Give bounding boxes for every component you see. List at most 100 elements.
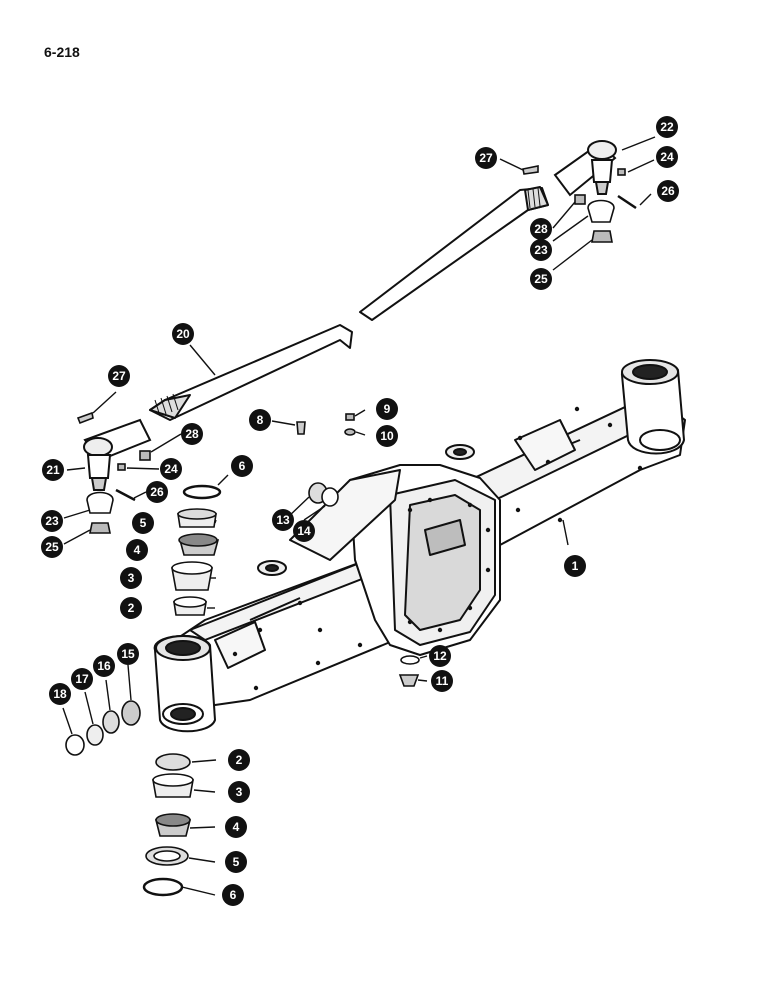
nut-right xyxy=(574,194,586,205)
callout-2-upper: 2 xyxy=(120,597,142,619)
svg-text:28: 28 xyxy=(185,427,199,441)
svg-text:25: 25 xyxy=(45,540,59,554)
svg-text:24: 24 xyxy=(164,462,178,476)
callout-16: 16 xyxy=(93,655,115,677)
svg-text:16: 16 xyxy=(97,659,111,673)
svg-text:20: 20 xyxy=(176,327,190,341)
svg-text:27: 27 xyxy=(479,151,493,165)
callout-28-left: 28 xyxy=(181,423,203,445)
callout-12: 12 xyxy=(429,645,451,667)
callout-21: 21 xyxy=(42,459,64,481)
svg-text:10: 10 xyxy=(380,429,394,443)
castle-nut-left xyxy=(89,522,111,534)
castle-nut-right xyxy=(591,230,613,243)
callout-5-upper: 5 xyxy=(132,512,154,534)
callout-6-lower: 6 xyxy=(222,884,244,906)
svg-text:17: 17 xyxy=(75,672,89,686)
callout-17: 17 xyxy=(71,668,93,690)
svg-text:6: 6 xyxy=(239,459,246,473)
callout-4-upper: 4 xyxy=(126,539,148,561)
callout-24-right: 24 xyxy=(656,146,678,168)
svg-text:2: 2 xyxy=(128,601,135,615)
tie-rod-end-right[interactable] xyxy=(553,140,617,197)
callout-23-left: 23 xyxy=(41,510,63,532)
svg-text:11: 11 xyxy=(436,674,449,688)
svg-text:8: 8 xyxy=(257,413,264,427)
callout-9: 9 xyxy=(376,398,398,420)
breather xyxy=(296,421,306,435)
page-number: 6-218 xyxy=(44,44,80,60)
svg-text:25: 25 xyxy=(534,272,548,286)
washer xyxy=(344,428,356,436)
callout-10: 10 xyxy=(376,425,398,447)
callout-5-lower: 5 xyxy=(225,851,247,873)
cotter-pin-right xyxy=(617,194,637,210)
washer-12 xyxy=(400,655,420,665)
fitting-right xyxy=(617,168,626,176)
svg-text:24: 24 xyxy=(660,150,674,164)
callout-11: 11 xyxy=(431,670,453,692)
o-ring-6b xyxy=(142,877,184,897)
tie-rod-end-left[interactable] xyxy=(83,418,152,491)
callout-6-upper: 6 xyxy=(231,455,253,477)
svg-text:14: 14 xyxy=(297,524,311,538)
callout-27-right: 27 xyxy=(475,147,497,169)
svg-text:2: 2 xyxy=(236,753,243,767)
callout-24-left: 24 xyxy=(160,458,182,480)
fitting-left xyxy=(117,463,126,471)
svg-text:3: 3 xyxy=(236,785,243,799)
callout-3-upper: 3 xyxy=(120,567,142,589)
svg-text:15: 15 xyxy=(121,647,135,661)
svg-text:27: 27 xyxy=(112,369,126,383)
svg-text:9: 9 xyxy=(384,402,391,416)
callout-18: 18 xyxy=(49,683,71,705)
callout-22: 22 xyxy=(656,116,678,138)
callouts: 1 2 2 3 3 4 4 5 5 6 6 8 9 10 11 12 13 14… xyxy=(41,116,679,906)
callout-2-lower: 2 xyxy=(228,749,250,771)
svg-text:21: 21 xyxy=(46,463,60,477)
callout-8: 8 xyxy=(249,409,271,431)
callout-15: 15 xyxy=(117,643,139,665)
cotter-pin-left xyxy=(115,488,136,502)
callout-27-left: 27 xyxy=(108,365,130,387)
bolt-left xyxy=(76,411,94,425)
leader-lines xyxy=(62,136,656,896)
boot-left xyxy=(86,491,114,514)
callout-14: 14 xyxy=(293,520,315,542)
seal-16 xyxy=(102,710,120,734)
plug-11 xyxy=(398,674,420,687)
svg-text:23: 23 xyxy=(45,514,59,528)
callout-4-lower: 4 xyxy=(225,816,247,838)
bushing-2b xyxy=(155,753,191,771)
svg-text:4: 4 xyxy=(233,820,240,834)
callout-13: 13 xyxy=(272,509,294,531)
bolt-right xyxy=(522,165,539,175)
plug xyxy=(345,413,355,421)
nut-left xyxy=(139,450,151,461)
washer-18 xyxy=(65,734,85,756)
callout-1: 1 xyxy=(564,555,586,577)
callout-25-left: 25 xyxy=(41,536,63,558)
svg-text:18: 18 xyxy=(53,687,67,701)
callout-28-right: 28 xyxy=(530,218,552,240)
callout-25-right: 25 xyxy=(530,268,552,290)
svg-text:26: 26 xyxy=(661,184,675,198)
svg-text:23: 23 xyxy=(534,243,548,257)
svg-text:3: 3 xyxy=(128,571,135,585)
svg-text:22: 22 xyxy=(660,120,674,134)
seal-ring xyxy=(321,487,339,507)
o-ring-6a xyxy=(182,484,222,500)
callout-23-right: 23 xyxy=(530,239,552,261)
boot-right xyxy=(587,199,615,223)
tie-rod[interactable] xyxy=(149,186,549,421)
axle-housing[interactable] xyxy=(153,359,686,733)
ring-17 xyxy=(86,724,104,746)
bearing-15 xyxy=(121,700,141,726)
svg-text:5: 5 xyxy=(140,516,147,530)
small-parts xyxy=(65,165,637,897)
svg-text:6: 6 xyxy=(230,888,237,902)
callout-3-lower: 3 xyxy=(228,781,250,803)
svg-text:4: 4 xyxy=(134,543,141,557)
callout-26-right: 26 xyxy=(657,180,679,202)
svg-text:28: 28 xyxy=(534,222,548,236)
